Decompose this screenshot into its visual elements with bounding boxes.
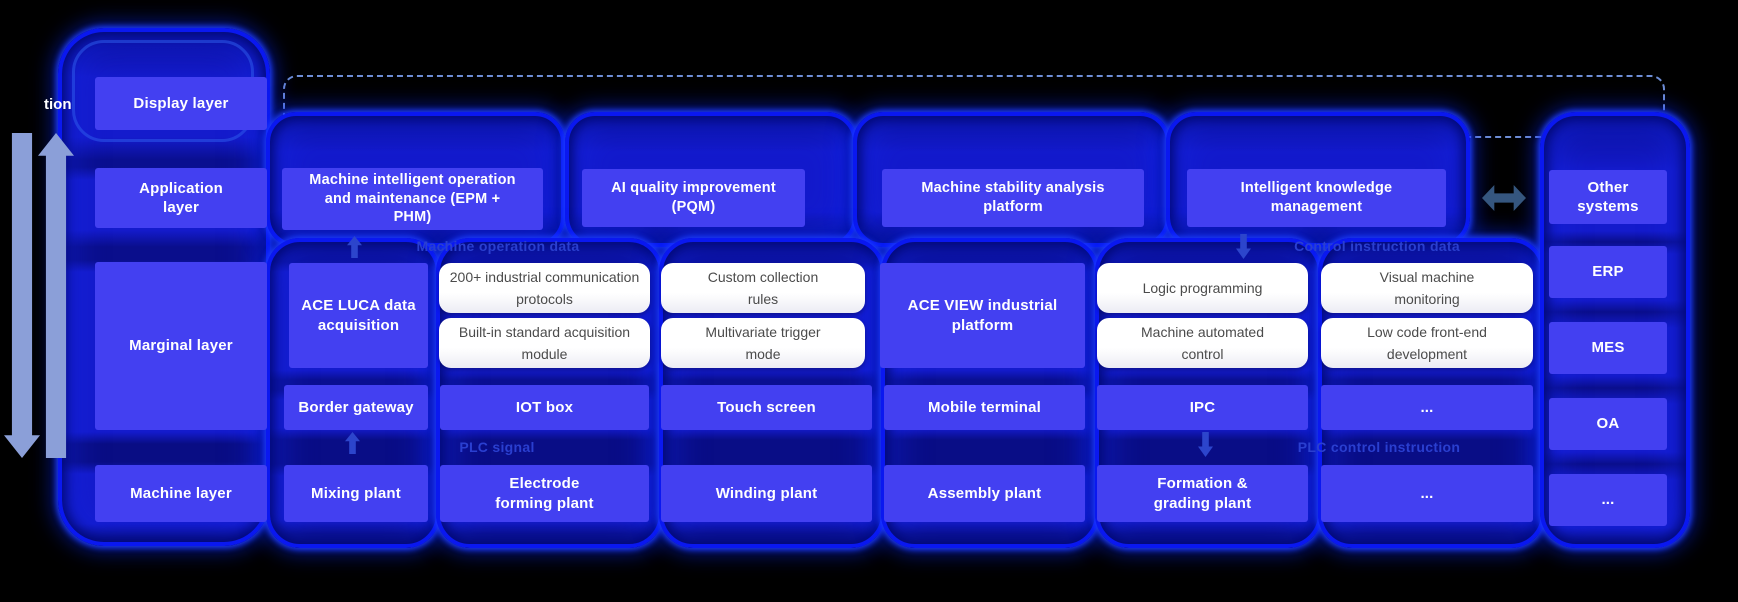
display-layer-label: Display layer [95,77,267,130]
device-border-gateway: Border gateway [284,385,428,430]
device-ipc: IPC [1097,385,1308,430]
ace-luca-box: ACE LUCA data acquisition [289,263,428,368]
machine-operation-data-label: Machine operation data [416,238,580,254]
plant-winding: Winding plant [661,465,872,522]
other-systems-box: Other systems [1549,170,1667,224]
control-instruction-data-label: Control instruction data [1294,238,1460,254]
app-box-epm-phm: Machine intelligent operation and mainte… [282,168,543,230]
device-touch-screen: Touch screen [661,385,872,430]
capability-acquisition-module: Built-in standard acquisition module [439,318,650,368]
capability-visual-monitoring: Visual machine monitoring [1321,263,1533,313]
ace-view-box: ACE VIEW industrial platform [880,263,1085,368]
capability-automated-control: Machine automated control [1097,318,1308,368]
device-more: ... [1321,385,1533,430]
application-layer-label: Application layer [95,168,267,228]
plant-formation-grading: Formation & grading plant [1097,465,1308,522]
capability-custom-rules: Custom collection rules [661,263,865,313]
plc-control-instruction-label: PLC control instruction [1297,439,1461,455]
plant-electrode-forming: Electrode forming plant [440,465,649,522]
marginal-layer-label: Marginal layer [95,262,267,430]
left-right-arrow-icon [1482,185,1526,211]
device-iot-box: IOT box [440,385,649,430]
app-box-pqm: AI quality improvement (PQM) [582,169,805,227]
plant-mixing: Mixing plant [284,465,428,522]
external-oa: OA [1549,398,1667,450]
external-more: ... [1549,474,1667,526]
machine-layer-label: Machine layer [95,465,267,522]
capability-logic-programming: Logic programming [1097,263,1308,313]
device-mobile-terminal: Mobile terminal [884,385,1085,430]
app-box-knowledge-management: Intelligent knowledge management [1187,169,1446,227]
capability-trigger-mode: Multivariate trigger mode [661,318,865,368]
capability-low-code: Low code front-end development [1321,318,1533,368]
external-erp: ERP [1549,246,1667,298]
plant-more: ... [1321,465,1533,522]
app-box-stability-platform: Machine stability analysis platform [882,169,1144,227]
plc-signal-label: PLC signal [459,439,535,455]
plant-assembly: Assembly plant [884,465,1085,522]
side-down-arrow-icon [4,133,40,458]
clipped-caption: tion [44,96,72,113]
capability-protocols: 200+ industrial communication protocols [439,263,650,313]
external-mes: MES [1549,322,1667,374]
